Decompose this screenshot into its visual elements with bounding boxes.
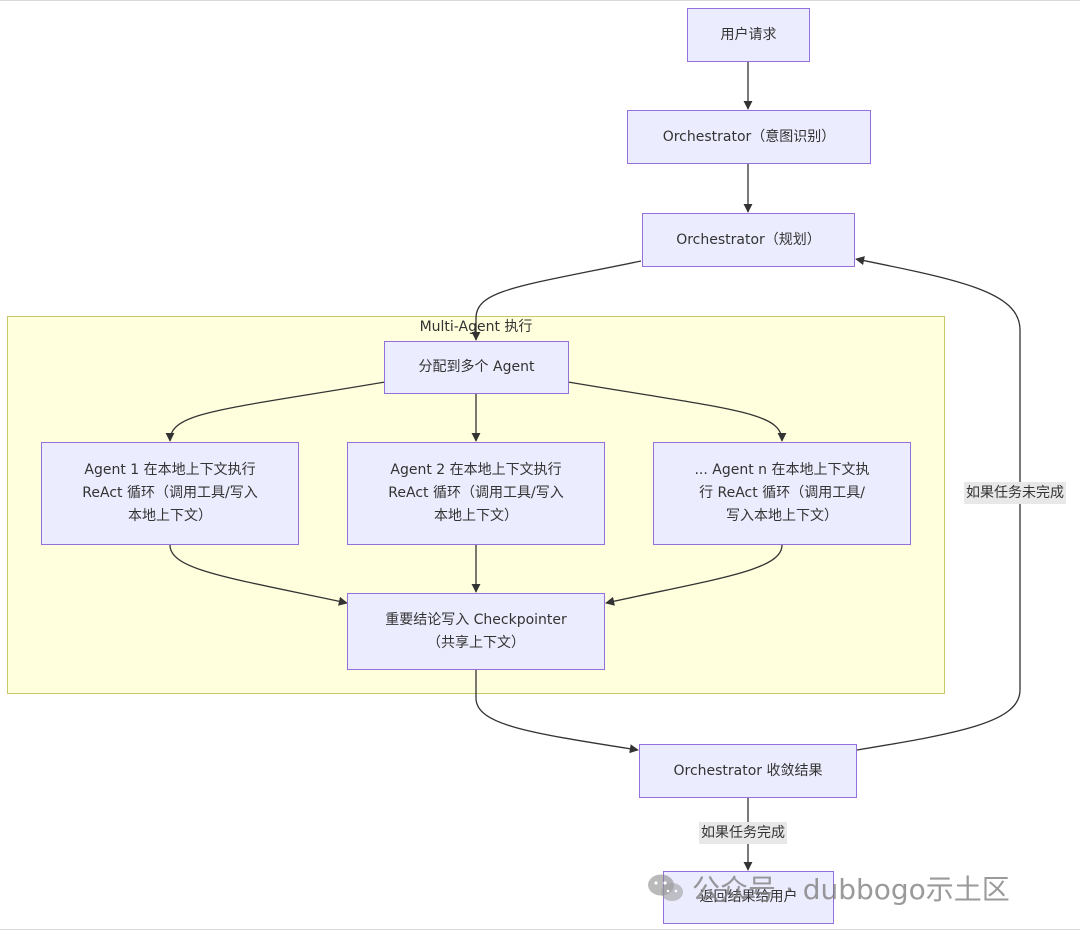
bottom-border [0, 929, 1080, 930]
node-orchestrator-plan: Orchestrator（规划） [642, 213, 855, 267]
watermark: 公众号 · dubbogo示土区 [646, 866, 1010, 910]
node-user-request: 用户请求 [687, 8, 810, 62]
node-return-result: 返回结果给用户 [663, 871, 834, 924]
node-agent-n: ... Agent n 在本地上下文执 行 ReAct 循环（调用工具/ 写入本… [653, 442, 911, 545]
node-agent-2: Agent 2 在本地上下文执行 ReAct 循环（调用工具/写入 本地上下文） [347, 442, 605, 545]
node-checkpointer: 重要结论写入 Checkpointer （共享上下文） [347, 593, 605, 670]
node-agent-1: Agent 1 在本地上下文执行 ReAct 循环（调用工具/写入 本地上下文） [41, 442, 299, 545]
node-orchestrator-converge: Orchestrator 收敛结果 [639, 744, 857, 798]
edge-dispatch-agent1 [165, 381, 386, 442]
top-border [0, 0, 1080, 1]
edge-label-not-done: 如果任务未完成 [964, 482, 1066, 504]
edge-dispatch-agentn [567, 381, 787, 442]
node-orchestrator-intent: Orchestrator（意图识别） [627, 110, 871, 164]
watermark-text: 公众号 · dubbogo示土区 [692, 873, 1010, 906]
edge-agent1-checkpoint [169, 544, 348, 606]
edge-label-done: 如果任务完成 [699, 822, 787, 844]
wechat-icon [648, 874, 683, 901]
edge-checkpoint-converge [475, 670, 639, 754]
edge-plan-dispatch [471, 260, 642, 341]
node-dispatch: 分配到多个 Agent [384, 341, 569, 394]
edge-agentn-checkpoint [605, 544, 783, 606]
edge-converge-plan-loop [855, 256, 1021, 751]
